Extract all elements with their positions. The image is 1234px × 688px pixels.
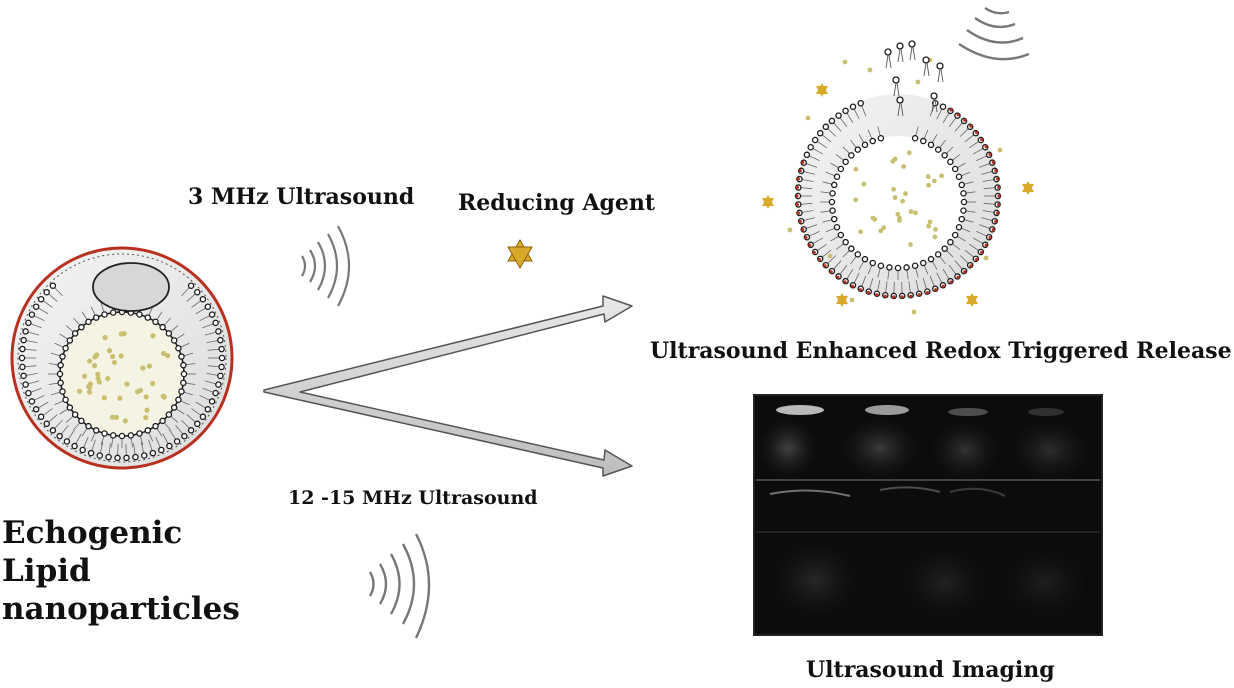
release-nanoparticle: [762, 41, 1034, 314]
arrow-shape: [264, 296, 632, 476]
ultrasound-image: [754, 395, 1102, 635]
ultrasound-imaging-label: Ultrasound Imaging: [806, 657, 1055, 683]
sound-wave-icon: [302, 226, 349, 306]
ultrasound-12-15mhz-label: 12 -15 MHz Ultrasound: [288, 487, 538, 509]
branch-arrows: [264, 296, 632, 476]
sound-wave-icon: [959, 8, 1029, 59]
ultrasound-3mhz-label: 3 MHz Ultrasound: [188, 184, 414, 210]
sound-wave-icon: [370, 534, 429, 638]
gas-bubble: [93, 263, 169, 311]
echogenic-lipid-label: Echogenic Lipid nanoparticles: [2, 514, 262, 628]
star-of-david-icon: [508, 240, 532, 268]
echogenic-nanoparticle: [12, 248, 232, 468]
redox-release-label: Ultrasound Enhanced Redox Triggered Rele…: [650, 338, 1232, 364]
reducing-agent-label: Reducing Agent: [458, 190, 655, 216]
